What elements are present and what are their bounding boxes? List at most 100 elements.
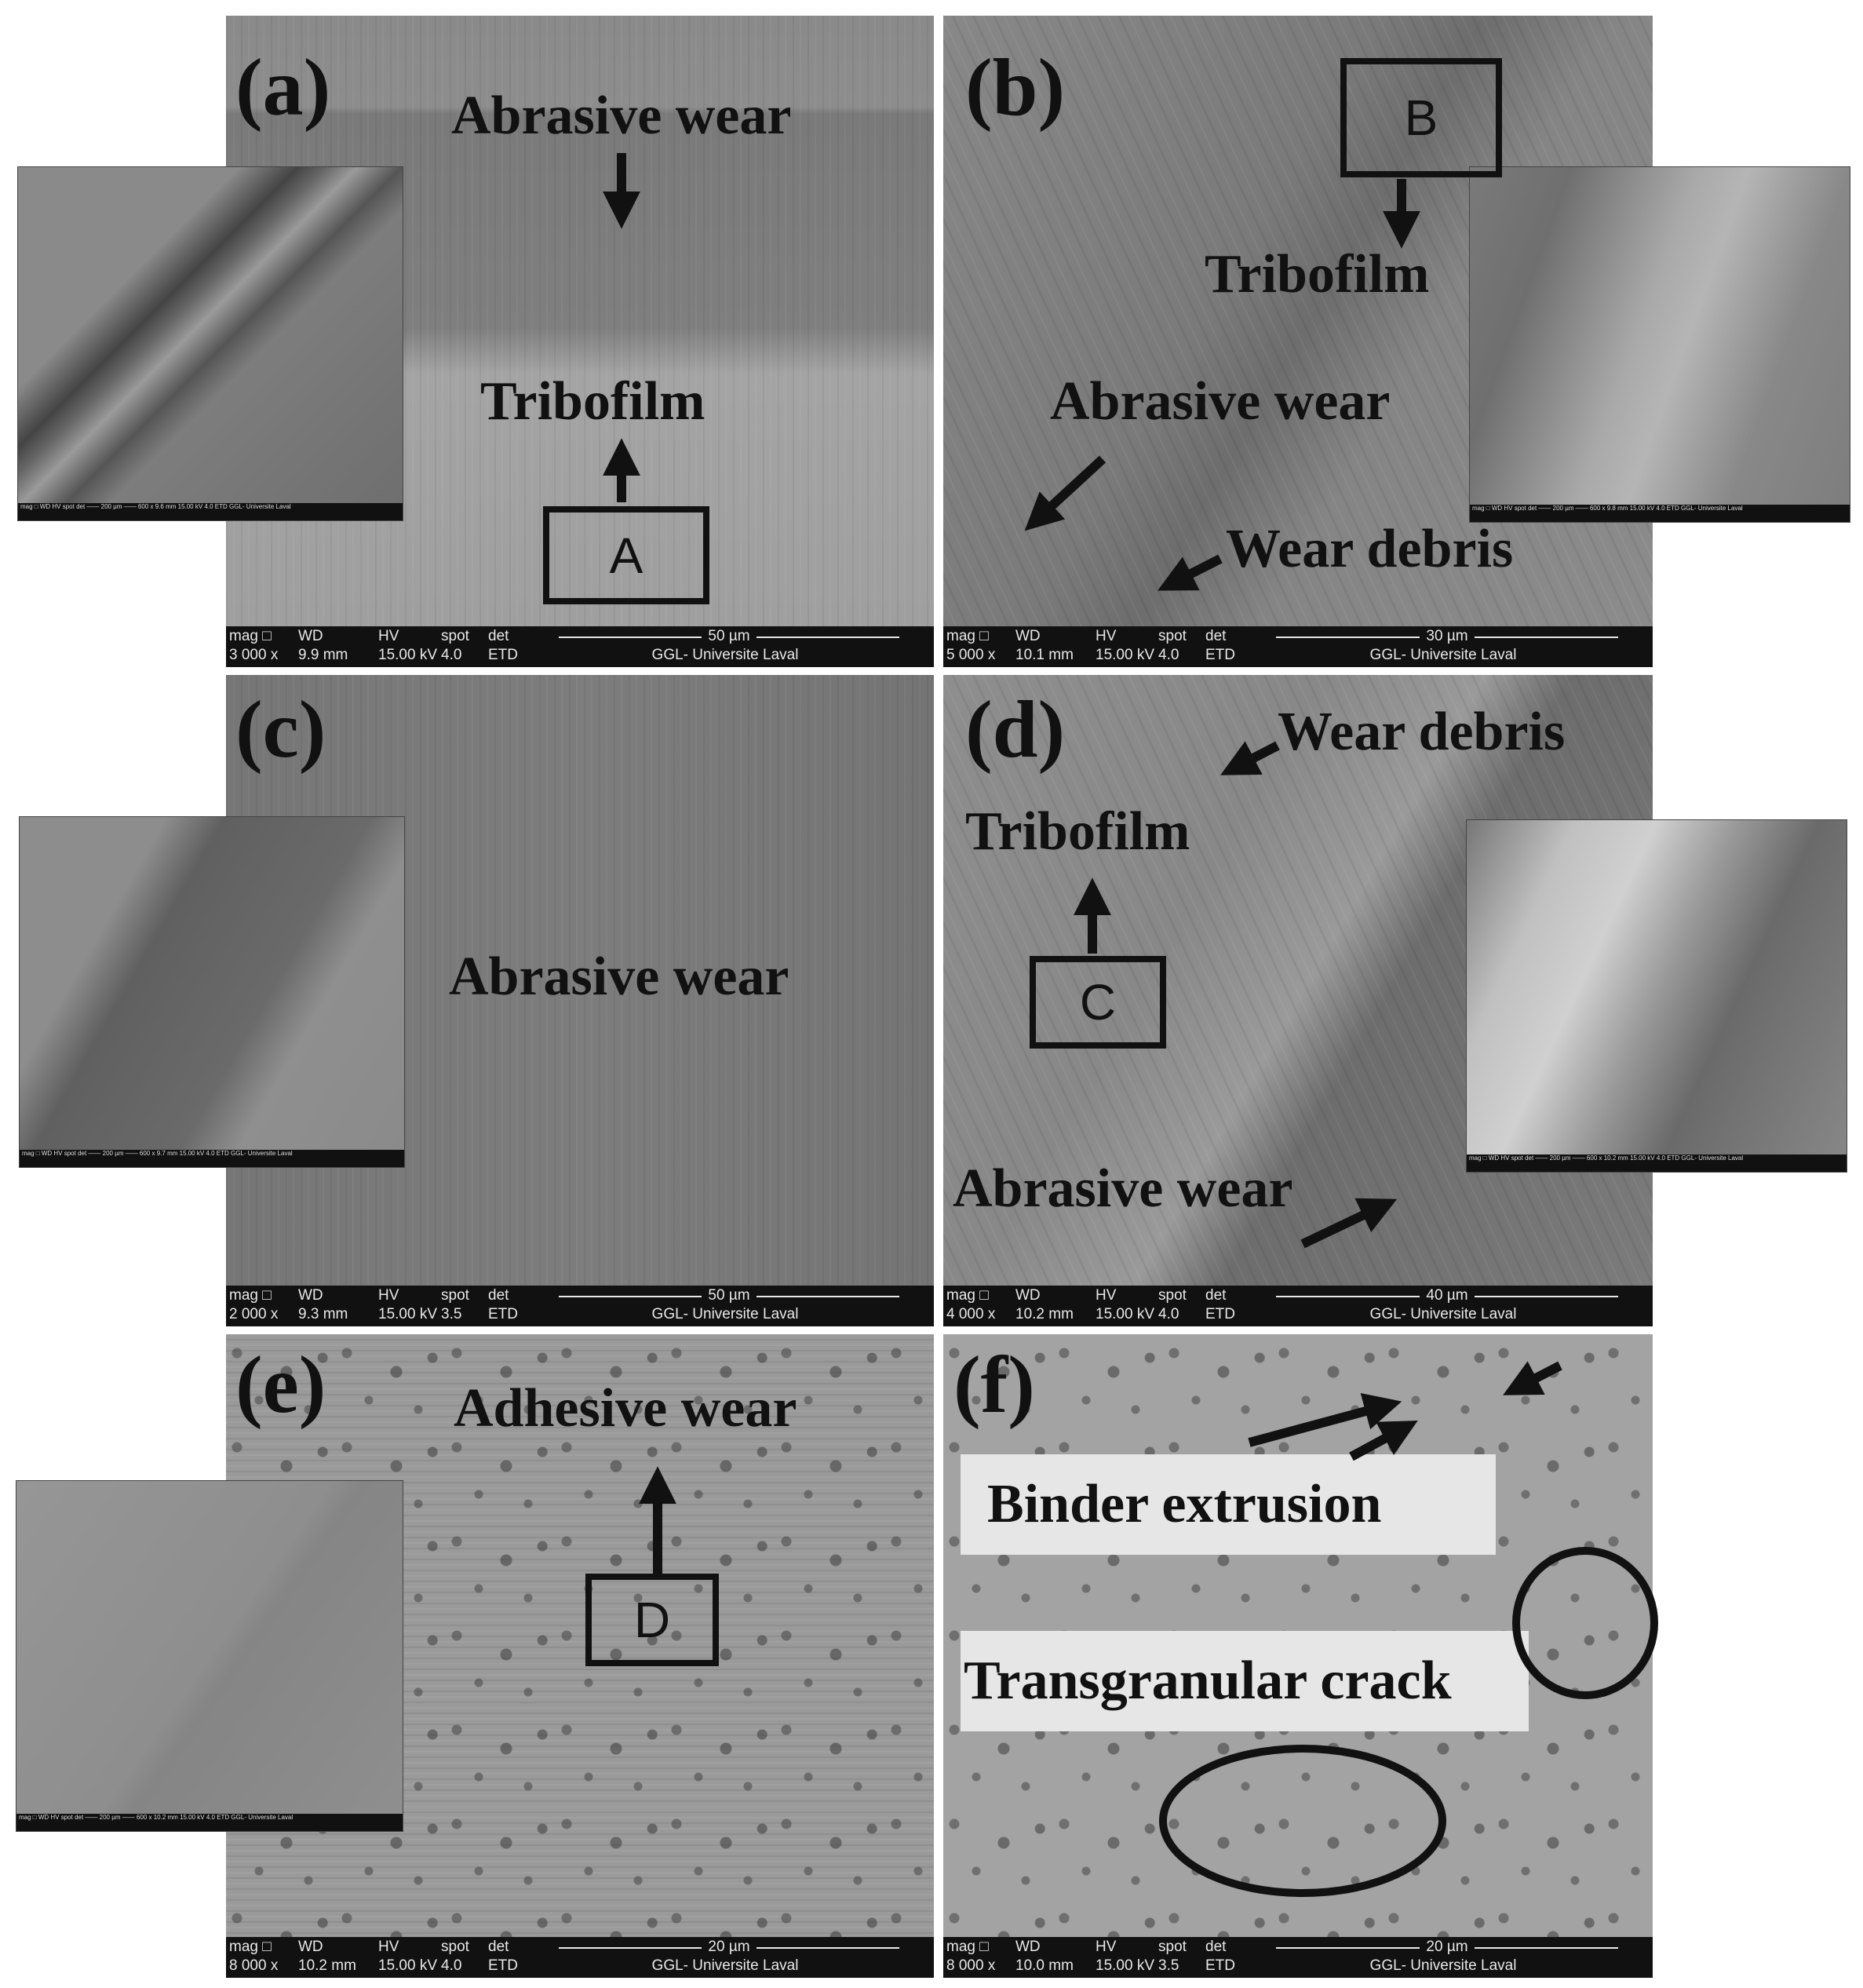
- inset-image-d: mag □ WD HV spot det —— 200 µm —— 600 x …: [1466, 819, 1847, 1173]
- info-det-label: det: [488, 1287, 509, 1304]
- info-wd-value: 9.3 mm: [298, 1306, 348, 1322]
- info-wd-label: WD: [1015, 628, 1041, 644]
- info-spot-value: 3.5: [441, 1306, 462, 1322]
- info-spot-value: 4.0: [1158, 1306, 1179, 1322]
- arrow-abrasive-b: [1024, 455, 1106, 531]
- scale-bar-label: 30 µm: [1420, 628, 1475, 644]
- info-mag-label: mag □: [946, 1287, 989, 1304]
- arrow-debris-b: [1158, 554, 1223, 591]
- label-background: [961, 1631, 1529, 1731]
- info-institution: GGL- Universite Laval: [1369, 1306, 1517, 1322]
- info-spot-value: 4.0: [1158, 647, 1179, 663]
- info-wd-value: 10.2 mm: [1015, 1306, 1074, 1322]
- info-institution: GGL- Universite Laval: [1369, 1957, 1517, 1974]
- label-abrasive-wear: Abrasive wear: [953, 1158, 1293, 1219]
- info-mag-label: mag □: [229, 1287, 272, 1304]
- inset-info-bar: mag □ WD HV spot det —— 200 µm —— 600 x …: [18, 503, 403, 520]
- info-spot-label: spot: [441, 1287, 469, 1304]
- info-wd-value: 10.0 mm: [1015, 1957, 1074, 1974]
- info-spot-value: 3.5: [1158, 1957, 1179, 1974]
- info-mag-label: mag □: [229, 1939, 272, 1955]
- label-adhesive-wear: Adhesive wear: [454, 1378, 797, 1439]
- info-wd-value: 9.9 mm: [298, 647, 348, 663]
- info-hv-label: HV: [1096, 628, 1117, 644]
- info-hv-label: HV: [378, 1939, 399, 1955]
- panel-label-c: (c): [235, 684, 326, 775]
- info-spot-label: spot: [1158, 1939, 1187, 1955]
- arrow-binder-f-2: [1349, 1420, 1418, 1461]
- label-background: [961, 1454, 1496, 1555]
- inset-image-b: mag □ WD HV spot det —— 200 µm —— 600 x …: [1469, 166, 1850, 523]
- info-spot-label: spot: [1158, 628, 1187, 644]
- info-mag-value: 4 000 x: [946, 1306, 996, 1322]
- panel-label-d: (d): [965, 684, 1066, 775]
- info-wd-label: WD: [1015, 1939, 1041, 1955]
- label-tribofilm: Tribofilm: [1205, 244, 1430, 305]
- info-spot-value: 4.0: [441, 647, 462, 663]
- crack-ellipse: [1159, 1745, 1446, 1897]
- region-box-c: C: [1030, 956, 1166, 1049]
- arrow-debris-d: [1220, 741, 1280, 775]
- info-mag-value: 5 000 x: [946, 647, 996, 663]
- info-wd-value: 10.1 mm: [1015, 647, 1074, 663]
- info-institution: GGL- Universite Laval: [651, 1306, 799, 1322]
- info-spot-label: spot: [441, 628, 469, 644]
- inset-image-a: mag □ WD HV spot det —— 200 µm —— 600 x …: [17, 166, 403, 521]
- info-det-value: ETD: [1205, 1957, 1235, 1974]
- region-box-b: B: [1340, 58, 1502, 177]
- info-wd-value: 10.2 mm: [298, 1957, 356, 1974]
- label-wear-debris: Wear debris: [1278, 702, 1566, 762]
- arrow-binder-f-3: [1503, 1361, 1562, 1395]
- info-mag-label: mag □: [229, 628, 272, 644]
- region-box-d: D: [585, 1574, 719, 1666]
- info-wd-label: WD: [298, 628, 323, 644]
- arrow-abrasive-d: [1300, 1198, 1398, 1249]
- info-hv-label: HV: [378, 1287, 399, 1304]
- info-hv-value: 15.00 kV: [378, 1306, 437, 1322]
- panel-label-a: (a): [235, 42, 331, 133]
- info-mag-value: 8 000 x: [229, 1957, 279, 1974]
- info-spot-value: 4.0: [441, 1957, 462, 1974]
- info-institution: GGL- Universite Laval: [651, 1957, 799, 1974]
- info-det-value: ETD: [488, 1957, 518, 1974]
- inset-image-e: mag □ WD HV spot det —— 200 µm —— 600 x …: [16, 1480, 403, 1832]
- info-hv-value: 15.00 kV: [378, 1957, 437, 1974]
- crack-circle: [1512, 1547, 1658, 1699]
- info-hv-value: 15.00 kV: [1096, 1957, 1154, 1974]
- info-wd-label: WD: [298, 1287, 323, 1304]
- info-hv-label: HV: [1096, 1939, 1117, 1955]
- info-hv-label: HV: [378, 628, 399, 644]
- inset-image-c: mag □ WD HV spot det —— 200 µm —— 600 x …: [19, 816, 405, 1168]
- info-hv-label: HV: [1096, 1287, 1117, 1304]
- info-det-label: det: [1205, 1939, 1227, 1955]
- scale-bar-label: 40 µm: [1420, 1287, 1475, 1304]
- info-spot-label: spot: [1158, 1287, 1187, 1304]
- info-spot-label: spot: [441, 1939, 469, 1955]
- info-det-value: ETD: [488, 1306, 518, 1322]
- scale-bar-label: 50 µm: [702, 1287, 757, 1304]
- info-mag-value: 3 000 x: [229, 647, 279, 663]
- label-binder-extrusion: Binder extrusion: [987, 1474, 1382, 1534]
- info-det-value: ETD: [1205, 647, 1235, 663]
- info-det-value: ETD: [488, 647, 518, 663]
- scale-bar-label: 20 µm: [702, 1939, 757, 1955]
- info-mag-label: mag □: [946, 628, 989, 644]
- label-tribofilm: Tribofilm: [965, 801, 1190, 862]
- label-abrasive-wear: Abrasive wear: [449, 947, 789, 1007]
- arrow-binder-f-1: [1248, 1392, 1402, 1447]
- info-wd-label: WD: [1015, 1287, 1041, 1304]
- info-hv-value: 15.00 kV: [378, 647, 437, 663]
- info-det-label: det: [1205, 1287, 1227, 1304]
- label-abrasive-wear: Abrasive wear: [1050, 371, 1391, 432]
- panel-label-e: (e): [235, 1340, 326, 1430]
- info-institution: GGL- Universite Laval: [1369, 647, 1517, 663]
- scale-bar-label: 50 µm: [702, 628, 757, 644]
